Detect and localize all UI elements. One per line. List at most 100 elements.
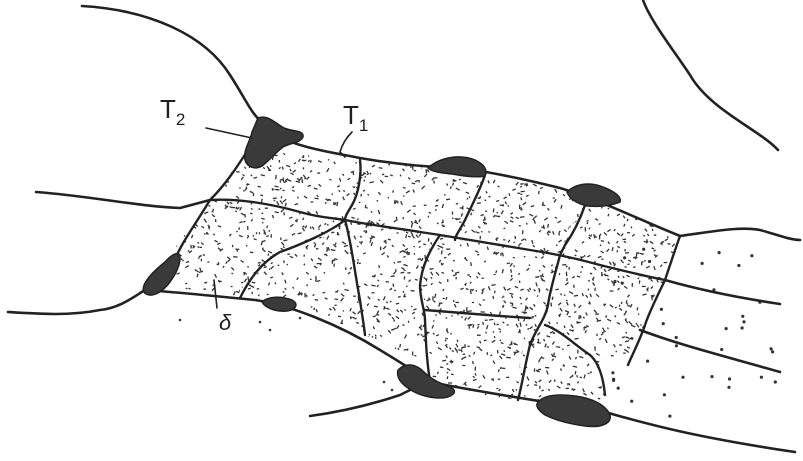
stipple-mark xyxy=(383,296,385,300)
stipple-mark xyxy=(526,375,528,376)
stipple-mark xyxy=(457,340,458,342)
stipple-mark xyxy=(312,227,314,230)
stipple-mark xyxy=(486,191,487,193)
stipple-mark xyxy=(427,170,429,172)
stipple-mark xyxy=(198,247,200,248)
stipple-mark xyxy=(579,305,582,308)
stipple-mark xyxy=(504,301,506,304)
stipple-mark xyxy=(456,208,457,211)
stipple-mark xyxy=(411,306,412,307)
stipple-mark xyxy=(345,278,346,280)
stipple-mark xyxy=(601,241,604,242)
stipple-mark xyxy=(259,209,261,210)
stipple-mark xyxy=(210,219,211,221)
stipple-mark xyxy=(618,288,620,290)
stipple-mark xyxy=(654,266,655,270)
stipple-mark xyxy=(427,306,430,309)
stipple-mark xyxy=(234,291,236,295)
stipple-mark xyxy=(422,229,425,230)
stipple-mark xyxy=(200,268,201,272)
stipple-mark xyxy=(645,229,647,232)
stipple-mark xyxy=(582,256,585,257)
stipple-mark xyxy=(429,246,430,250)
stipple-mark xyxy=(413,309,416,310)
stipple-mark xyxy=(240,187,241,188)
stipple-mark xyxy=(367,174,369,175)
stipple-mark xyxy=(425,285,427,286)
stipple-mark xyxy=(249,331,253,333)
stipple-mark xyxy=(646,258,648,260)
stipple-mark xyxy=(241,213,245,215)
stipple-mark xyxy=(388,330,391,333)
stipple-mark xyxy=(604,360,606,361)
stipple-mark xyxy=(366,234,370,235)
stipple-mark xyxy=(607,249,610,252)
stipple-mark xyxy=(579,357,583,358)
stipple-mark xyxy=(248,288,251,289)
stipple-mark xyxy=(522,313,524,316)
stipple-mark xyxy=(314,188,318,189)
stipple-mark xyxy=(267,166,269,170)
stipple-mark xyxy=(456,203,458,204)
stipple-mark xyxy=(363,190,365,191)
stipple-mark xyxy=(303,226,305,227)
stipple-mark xyxy=(664,315,665,317)
stipple-mark xyxy=(499,389,501,391)
stipple-mark xyxy=(558,357,559,361)
stipple-mark xyxy=(400,310,403,313)
stipple-mark xyxy=(378,356,380,357)
stipple-mark xyxy=(510,343,512,345)
stipple-mark xyxy=(573,366,577,367)
stipple-mark xyxy=(392,328,396,330)
stipple-mark xyxy=(347,253,349,254)
stipple-mark xyxy=(595,236,596,238)
stipple-mark xyxy=(313,208,316,210)
stipple-clipA xyxy=(210,149,359,223)
junction-deposits xyxy=(143,117,620,426)
stipple-mark xyxy=(197,274,198,278)
stipple-mark xyxy=(437,231,440,234)
stipple-mark xyxy=(277,201,279,205)
right-low-line xyxy=(640,330,780,372)
stipple-mark xyxy=(483,322,484,325)
sparse-dot xyxy=(681,376,684,379)
stipple-mark xyxy=(331,243,332,244)
stipple-mark xyxy=(212,288,214,291)
stipple-mark xyxy=(236,196,239,199)
stipple-mark xyxy=(287,180,291,182)
stipple-mark xyxy=(245,167,246,169)
stipple-mark xyxy=(622,199,624,202)
stipple-mark xyxy=(500,356,503,359)
stipple-mark xyxy=(354,295,356,296)
stipple-mark xyxy=(319,237,321,238)
stipple-mark xyxy=(466,192,469,193)
stipple-mark xyxy=(617,241,618,243)
stipple-mark xyxy=(402,219,403,221)
stipple-mark xyxy=(270,254,272,255)
stipple-mark xyxy=(274,249,275,252)
stipple-mark xyxy=(555,217,557,218)
stipple-mark xyxy=(428,216,429,218)
stipple-mark xyxy=(217,243,220,244)
stipple-mark xyxy=(592,271,595,274)
stipple-mark xyxy=(268,289,271,290)
stipple-mark xyxy=(198,242,200,243)
stipple-mark xyxy=(445,340,446,342)
stipple-mark xyxy=(612,247,613,251)
stipple-mark xyxy=(343,197,345,200)
stipple-mark xyxy=(456,188,460,190)
stipple-mark xyxy=(654,255,656,257)
stipple-mark xyxy=(343,311,344,312)
stipple-mark xyxy=(498,369,499,372)
stipple-mark xyxy=(442,204,443,208)
stipple-mark xyxy=(578,214,579,217)
stipple-mark xyxy=(247,270,250,272)
stipple-mark xyxy=(314,233,317,236)
stipple-mark xyxy=(318,225,321,228)
stipple-mark xyxy=(356,306,357,309)
stipple-mark xyxy=(308,160,309,162)
stipple-mark xyxy=(403,291,404,293)
stipple-mark xyxy=(343,191,345,192)
stipple-mark xyxy=(289,265,291,266)
stipple-mark xyxy=(518,273,520,274)
